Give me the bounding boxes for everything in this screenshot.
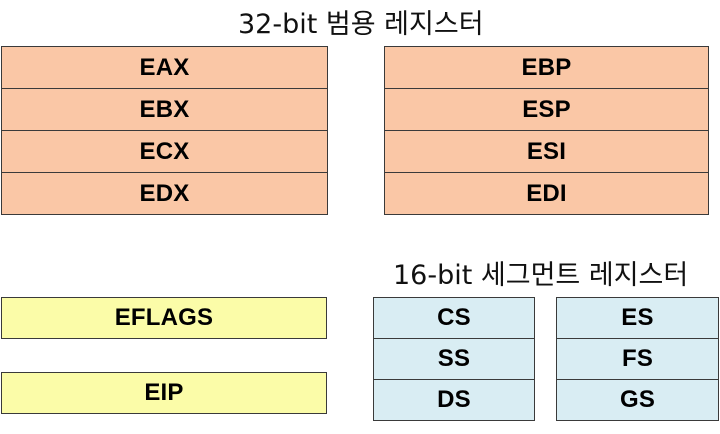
register-ecx: ECX: [1, 131, 328, 173]
register-esi: ESI: [384, 131, 709, 173]
general-purpose-registers-title: 32-bit 범용 레지스터: [238, 9, 484, 40]
general-purpose-left-stack: EAX EBX ECX EDX: [1, 46, 328, 215]
register-eip: EIP: [1, 372, 327, 414]
segment-registers-title: 16-bit 세그먼트 레지스터: [393, 260, 689, 291]
general-purpose-right-stack: EBP ESP ESI EDI: [384, 46, 709, 215]
register-fs: FS: [556, 339, 719, 380]
segment-right-stack: ES FS GS: [556, 297, 719, 421]
register-eflags: EFLAGS: [1, 297, 327, 339]
register-cs: CS: [373, 297, 535, 339]
register-ds: DS: [373, 380, 535, 421]
register-ss: SS: [373, 339, 535, 380]
register-edi: EDI: [384, 173, 709, 215]
register-ebp: EBP: [384, 46, 709, 89]
register-eax: EAX: [1, 46, 328, 89]
register-edx: EDX: [1, 173, 328, 215]
register-ebx: EBX: [1, 89, 328, 131]
register-gs: GS: [556, 380, 719, 421]
register-esp: ESP: [384, 89, 709, 131]
segment-left-stack: CS SS DS: [373, 297, 535, 421]
register-es: ES: [556, 297, 719, 339]
